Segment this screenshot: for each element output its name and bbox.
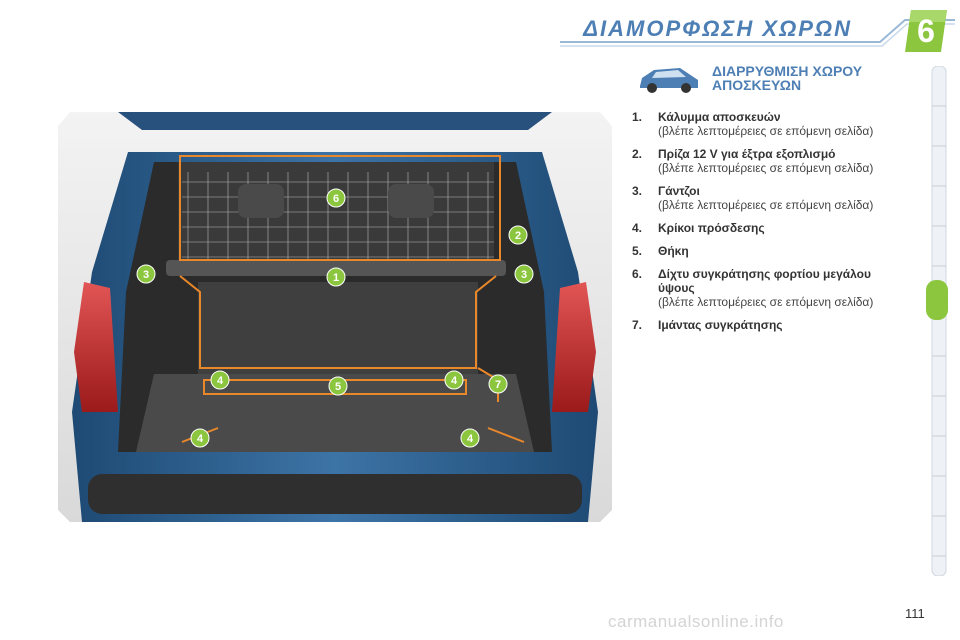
callout-4-mid-right: 4 xyxy=(451,375,458,387)
chapter-tab-strip xyxy=(926,66,948,576)
callout-2: 2 xyxy=(515,230,521,242)
section-title-line1: ΔΙΑΡΡΥΘΜΙΣΗ ΧΩΡΟΥ xyxy=(712,63,863,79)
legend-num: 3. xyxy=(632,184,643,198)
car-estate-icon xyxy=(640,68,698,93)
legend-num: 7. xyxy=(632,318,643,332)
legend-item: 7. Ιμάντας συγκράτησης xyxy=(632,318,904,332)
legend-item: 6. Δίχτυ συγκράτησης φορτίου μεγάλου ύψο… xyxy=(632,267,904,309)
legend-label: Κρίκοι πρόσδεσης xyxy=(658,221,765,235)
legend-note: (βλέπε λεπτομέρειες σε επόμενη σελίδα) xyxy=(658,161,874,175)
legend-label: Κάλυμμα αποσκευών xyxy=(658,110,781,124)
callout-4-low-right: 4 xyxy=(467,433,474,445)
legend-note: (βλέπε λεπτομέρειες σε επόμενη σελίδα) xyxy=(658,124,874,138)
legend-num: 6. xyxy=(632,267,643,281)
legend-item: 1. Κάλυμμα αποσκευών (βλέπε λεπτομέρειες… xyxy=(632,110,904,138)
section-title-line2: ΑΠΟΣΚΕΥΩΝ xyxy=(712,77,802,93)
legend-label: Θήκη xyxy=(658,244,689,258)
callout-3-left: 3 xyxy=(143,269,149,281)
legend-label: Γάντζοι xyxy=(658,184,700,198)
legend-item: 4. Κρίκοι πρόσδεσης xyxy=(632,221,904,235)
callout-4-mid-left: 4 xyxy=(217,375,224,387)
chapter-title: ΔΙΑΜΟΡΦΩΣΗ ΧΩΡΩΝ xyxy=(583,16,852,41)
legend-note: (βλέπε λεπτομέρειες σε επόμενη σελίδα) xyxy=(658,198,874,212)
legend-label: Ιμάντας συγκράτησης xyxy=(658,318,783,332)
chapter-badge xyxy=(905,10,947,52)
legend-note: (βλέπε λεπτομέρειες σε επόμενη σελίδα) xyxy=(658,295,874,309)
legend-item: 2. Πρίζα 12 V για έξτρα εξοπλισμό (βλέπε… xyxy=(632,147,904,175)
legend-num: 2. xyxy=(632,147,643,161)
legend-num: 5. xyxy=(632,244,643,258)
chapter-number: 6 xyxy=(917,13,935,49)
legend-num: 1. xyxy=(632,110,643,124)
callout-7: 7 xyxy=(495,379,501,391)
callout-3-right: 3 xyxy=(521,269,527,281)
legend-label: Πρίζα 12 V για έξτρα εξοπλισμό xyxy=(658,147,836,161)
trunk-illustration: 1 2 3 3 4 4 4 4 5 6 7 xyxy=(58,112,612,522)
callout-5: 5 xyxy=(335,381,341,393)
legend-num: 4. xyxy=(632,221,643,235)
legend-item: 3. Γάντζοι (βλέπε λεπτομέρειες σε επόμεν… xyxy=(632,184,904,212)
section-title: ΔΙΑΡΡΥΘΜΙΣΗ ΧΩΡΟΥ ΑΠΟΣΚΕΥΩΝ xyxy=(712,64,912,92)
legend-item: 5. Θήκη xyxy=(632,244,904,258)
watermark: carmanualsonline.info xyxy=(608,612,784,631)
callout-6: 6 xyxy=(333,193,339,205)
page-number: 111 xyxy=(905,606,925,621)
legend-label: Δίχτυ συγκράτησης φορτίου μεγάλου ύψους xyxy=(658,267,871,295)
legend-list: 1. Κάλυμμα αποσκευών (βλέπε λεπτομέρειες… xyxy=(632,110,904,341)
callout-4-low-left: 4 xyxy=(197,433,204,445)
callout-1: 1 xyxy=(333,272,339,284)
